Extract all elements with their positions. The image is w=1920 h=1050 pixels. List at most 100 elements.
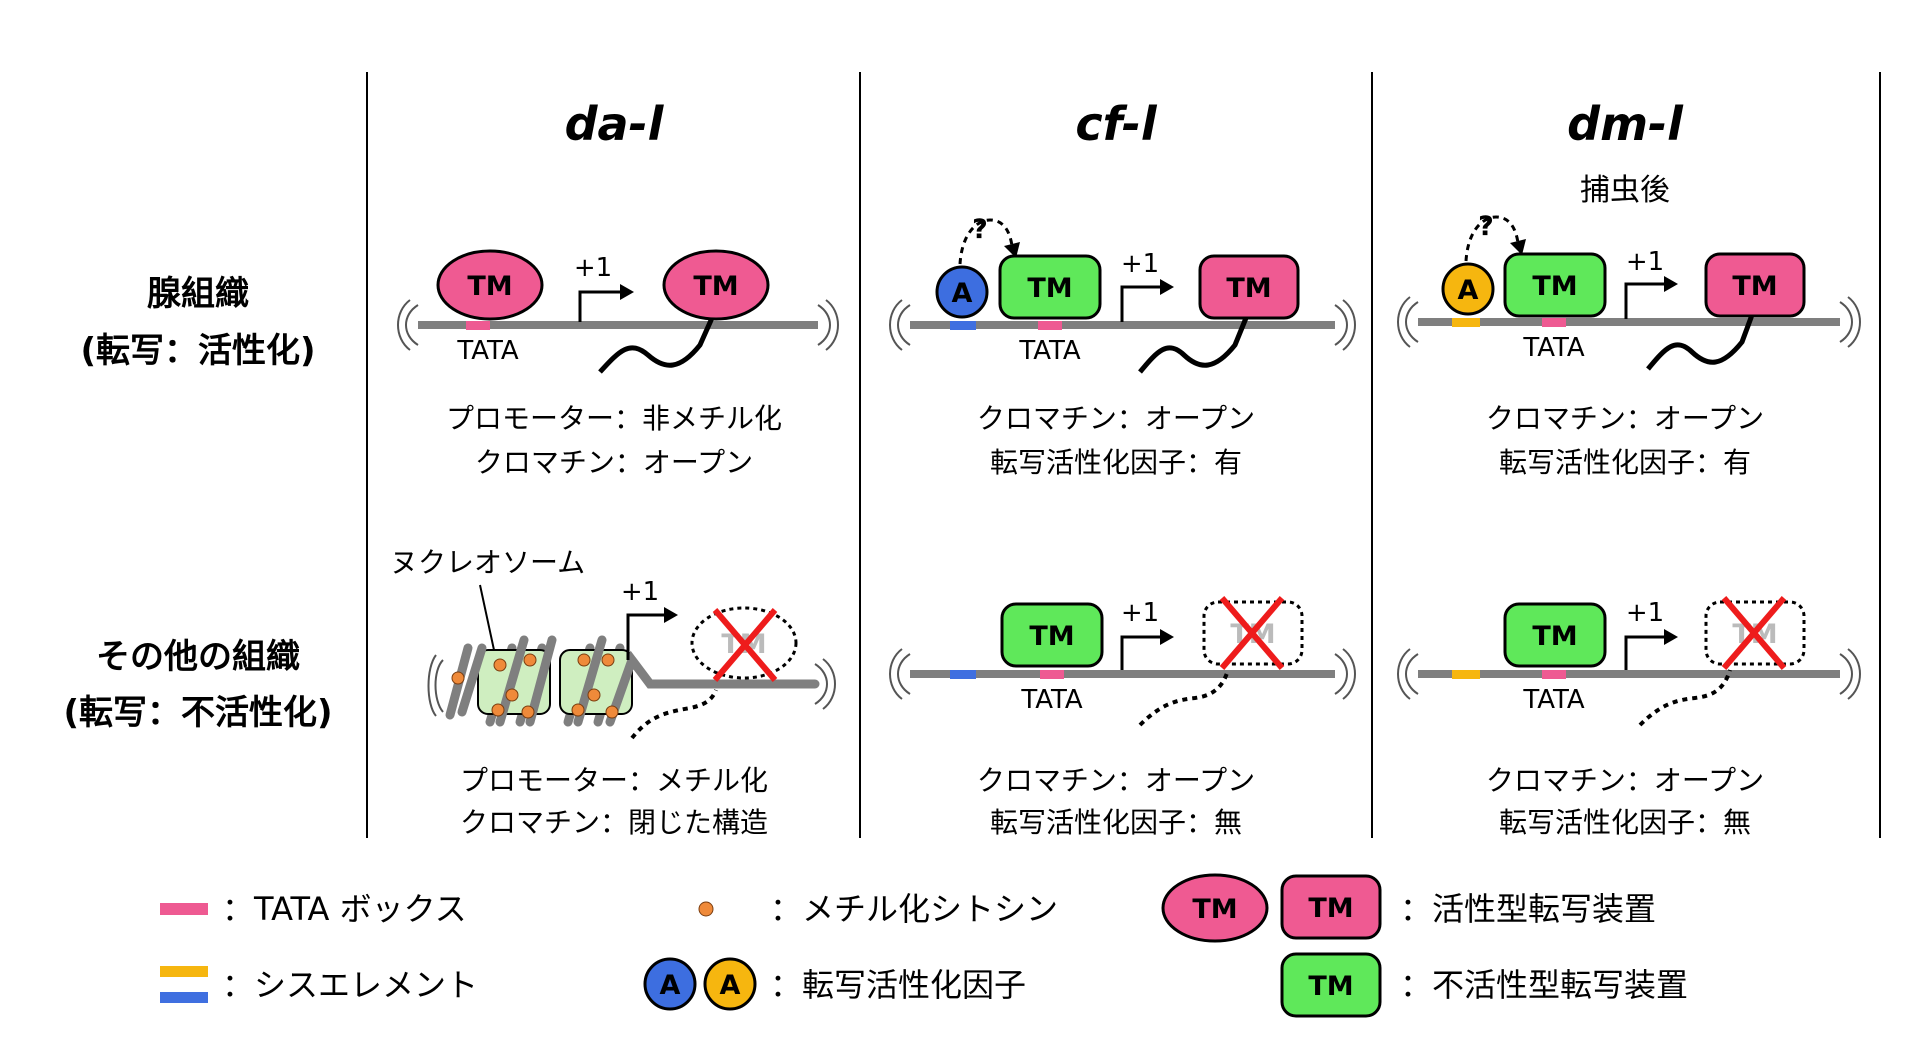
cross-mark — [1721, 596, 1787, 670]
absent-tm — [690, 606, 798, 680]
tss-arrow — [1120, 285, 1160, 322]
dna-break-left — [405, 304, 419, 346]
legend-methyl-label: ：メチル化シトシン — [770, 890, 1058, 928]
active-tm-ellipse — [662, 249, 770, 321]
cell-text: 転写活性化因子：無 — [990, 806, 1242, 839]
tss-arrow — [1624, 635, 1664, 670]
row-label-glandular-state: (転写：活性化) — [80, 331, 315, 371]
cell-text: クロマチン：オープン — [475, 446, 753, 479]
nucleosome-label: ヌクレオソーム — [390, 546, 585, 579]
row-label-glandular: 腺組織 — [147, 274, 249, 314]
cis-element-marker — [950, 321, 976, 330]
legend: ：TATA ボックス ：シスエレメント ：メチル化シトシン A A ：転写活性化… — [160, 873, 1688, 1018]
cis-element-marker — [950, 670, 976, 679]
cis-element-marker — [1452, 670, 1480, 679]
row-label-other: その他の組織 — [96, 637, 300, 677]
cell-text: クロマチン：オープン — [1486, 764, 1764, 797]
question-mark: ? — [972, 214, 988, 245]
tata-label: TATA — [1020, 685, 1082, 715]
activator-label: A — [1458, 275, 1479, 306]
cell-text: クロマチン：オープン — [1486, 402, 1764, 435]
transcript-rna — [1138, 317, 1249, 374]
tss-label: +1 — [1121, 249, 1159, 279]
tm-label: TM — [1732, 271, 1777, 302]
tss-label: +1 — [1626, 247, 1664, 277]
panel-dm-l-glandular: TATA A ? TM +1 TM クロマチン：オープン 転写活性化因子：有 — [1397, 211, 1861, 479]
legend-methyl-swatch — [698, 901, 714, 917]
panel-dm-l-other: TATA TM +1 TM クロマチン：オープン 転写活性化因子：無 — [1397, 596, 1861, 839]
nucleosome-pointer — [479, 584, 495, 651]
legend-inactive-label: ：不活性型転写装置 — [1400, 966, 1688, 1004]
tss-arrow — [578, 290, 620, 322]
tss-label: +1 — [621, 577, 659, 607]
tss-arrow — [626, 613, 664, 660]
panel-da-l-other: ヌクレオソーム +1 — [390, 546, 836, 839]
legend-activator-blue — [643, 957, 697, 1011]
panel-da-l-glandular: TATA TM +1 TM プロモーター：非メチル化 クロマチン：オープン — [397, 249, 839, 479]
legend-active-tm-box — [1280, 874, 1382, 940]
activation-arrow — [958, 218, 1014, 265]
tm-label: TM — [1532, 621, 1577, 652]
cell-text: プロモーター：非メチル化 — [446, 402, 782, 435]
tss-label: +1 — [574, 253, 612, 283]
legend-tata-swatch — [160, 903, 208, 915]
cell-text: クロマチン：オープン — [977, 764, 1255, 797]
cell-text: 転写活性化因子：無 — [1499, 806, 1751, 839]
cross-mark — [1219, 596, 1285, 670]
tm-label: TM — [693, 271, 738, 302]
tata-label: TATA — [1018, 336, 1080, 366]
legend-tm-label: TM — [1192, 894, 1237, 925]
tata-box-marker — [466, 321, 490, 330]
no-transcript — [630, 689, 718, 740]
tm-label: TM — [1029, 621, 1074, 652]
column-dividers — [366, 72, 1881, 838]
tata-box-marker — [1542, 670, 1566, 679]
activation-arrow — [1464, 215, 1520, 262]
tm-label: TM — [467, 271, 512, 302]
methyl-cytosine-dots — [451, 653, 619, 719]
legend-tata-label: ：TATA ボックス — [222, 890, 467, 928]
tm-label: TM — [1532, 271, 1577, 302]
tss-arrow — [1624, 282, 1664, 319]
legend-active-tm-ellipse — [1161, 873, 1269, 943]
cis-element-marker — [1452, 318, 1480, 327]
tata-box-marker — [1038, 321, 1062, 330]
absent-tm — [1704, 600, 1806, 666]
tata-label: TATA — [456, 336, 518, 366]
no-transcript — [1138, 669, 1230, 727]
activator-label: A — [952, 278, 973, 309]
panel-cf-l-glandular: TATA A ? TM +1 TM クロマチン：オープン 転写活性化因子：有 — [889, 214, 1356, 479]
legend-inactive-tm-box — [1280, 952, 1382, 1018]
inactive-tm-box — [1000, 602, 1104, 668]
legend-tm-label: TM — [1308, 893, 1353, 924]
tata-label: TATA — [1522, 333, 1584, 363]
column-title-da-l: da-l — [565, 97, 665, 151]
legend-cis-blue-swatch — [160, 992, 208, 1003]
cell-text: クロマチン：オープン — [977, 402, 1255, 435]
absent-tm — [1202, 600, 1304, 666]
active-tm-ellipse — [436, 249, 544, 321]
cell-text: 転写活性化因子：有 — [990, 446, 1242, 479]
legend-cis-yellow-swatch — [160, 966, 208, 977]
legend-tm-label: TM — [1308, 971, 1353, 1002]
legend-activator-label: A — [660, 970, 681, 1001]
cross-mark — [712, 608, 778, 682]
inactive-tm-box — [1503, 252, 1607, 318]
inactive-tm-box — [998, 254, 1102, 320]
active-tm-box — [1704, 252, 1806, 318]
column-title-dm-l: dm-l — [1567, 97, 1684, 151]
cell-text: 転写活性化因子：有 — [1499, 446, 1751, 479]
tss-arrow — [1120, 635, 1160, 670]
activator-blue — [935, 265, 989, 319]
legend-cis-label: ：シスエレメント — [222, 966, 478, 1004]
transcript-rna — [1646, 314, 1755, 371]
tss-label: +1 — [1626, 598, 1664, 628]
legend-activator-yellow — [703, 957, 757, 1011]
legend-active-label: ：活性型転写装置 — [1400, 890, 1656, 928]
cell-text: クロマチン：閉じた構造 — [460, 806, 768, 839]
panel-cf-l-other: TATA TM +1 TM クロマチン：オープン 転写活性化因子：無 — [889, 596, 1356, 839]
legend-activator-text: ：転写活性化因子 — [770, 966, 1026, 1004]
tata-label: TATA — [1522, 685, 1584, 715]
activator-yellow — [1441, 262, 1495, 316]
